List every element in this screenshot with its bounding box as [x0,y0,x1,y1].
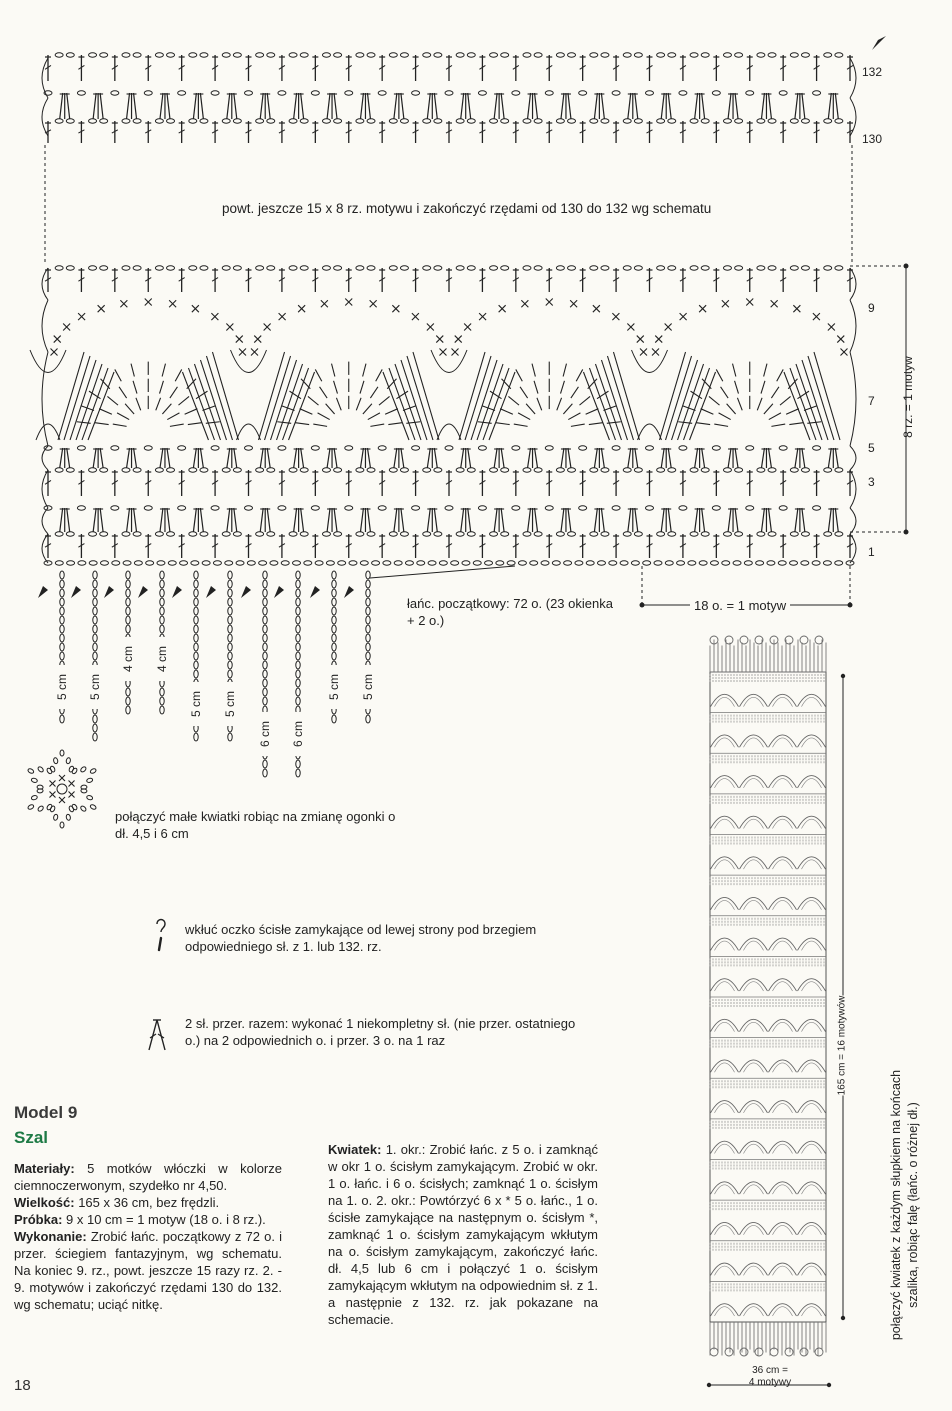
fringe-arrow-icon [71,586,81,598]
scarf-side-note: połączyć kwiatek z każdym słupkiem na ko… [889,1069,920,1341]
fringe-length-label: 5 cm [88,665,102,709]
fringe-length-label: 5 cm [327,665,341,709]
row-label-130: 130 [862,132,882,146]
start-arrow-icon [872,36,886,50]
fringe-arrow-icon [206,586,216,598]
chart-row-132 [44,52,854,81]
chart-fan-motifs [29,298,848,441]
fringe-length-label: 6 cm [258,712,272,756]
row-label-132: 132 [862,65,882,79]
fringe-length-label: 5 cm [361,665,375,709]
fringe-arrow-icon [344,586,354,598]
fringe-arrow-icon [104,586,114,598]
legend-decrease-text: 2 sł. przer. razem: wykonać 1 niekomplet… [185,1016,576,1048]
instructions-column-right: Kwiatek: 1. okr.: Zrobić łańc. z 5 o. i … [328,1141,598,1328]
fringe-arrow-icon [310,586,320,598]
fringe-length-label: 5 cm [55,665,69,709]
fringe-length-label: 4 cm [121,637,135,681]
decrease-stitch-symbol-icon [148,1019,166,1051]
fringe-arrow-icon [38,586,48,598]
instructions-column-left: Materiały: 5 motków włóczki w kolorze ci… [14,1160,282,1313]
fringe-arrow-icon [138,586,148,598]
foundation-chain [43,560,855,566]
repeat-note: powt. jeszcze 15 x 8 rz. motywu i zakońc… [222,201,712,216]
chart-row-130 [44,118,854,143]
scarf-width-label: 36 cm = 4 motywy [748,1365,792,1388]
size-paragraph: Wielkość: 165 x 36 cm, bez frędzli. [14,1195,220,1210]
model-subtitle: Szal [14,1128,49,1147]
chart-row-3 [44,467,854,496]
fringe-arrow-icon [274,586,284,598]
row-label-1: 1 [868,545,875,559]
page-number: 18 [14,1377,31,1394]
slip-stitch-symbol-icon [156,918,166,952]
row-label-5: 5 [868,441,875,455]
chart-row-4 [43,445,839,469]
row-label-7: 7 [868,394,875,408]
chart-row-2 [43,505,839,533]
legend-slip-stitch-text: wkłuć oczko ścisłe zamykające od lewej s… [185,922,537,954]
fringe-length-label: 6 cm [291,712,305,756]
chart-row-131 [43,90,839,120]
scarf-schematic [709,635,827,1357]
materials-paragraph: Materiały: 5 motków włóczki w kolorze ci… [14,1161,282,1193]
flower-paragraph: Kwiatek: 1. okr.: Zrobić łańc. z 5 o. i … [328,1142,598,1327]
crochet-chart: 132 130 9 7 5 3 1 [29,36,909,778]
fringe-arrow-icon [172,586,182,598]
chart-row-9 [44,265,854,292]
row-label-9: 9 [868,301,875,315]
fringe-length-label: 4 cm [155,637,169,681]
motif-width-label: 18 o. = 1 motyw [690,597,791,614]
fringe-arrow-icon [241,586,251,598]
gauge-paragraph: Próbka: 9 x 10 cm = 1 motyw (18 o. i 8 r… [14,1212,266,1227]
foundation-pointer-line [369,565,516,579]
motif-height-label: 8 rz. = 1 motyw [901,356,915,438]
row-label-3: 3 [868,475,875,489]
execution-paragraph: Wykonanie: Zrobić łańc. początkowy z 72 … [14,1229,282,1312]
fringe-length-label: 5 cm [189,682,203,726]
chart-row-1 [44,531,854,558]
scarf-length-label: 165 cm = 16 motywów [836,995,848,1096]
flower-note: połączyć małe kwiatki robiąc na zmianę o… [115,809,396,841]
flower-motif-icon [27,749,97,829]
foundation-chain-label: łańc. początkowy: 72 o. (23 okienka + 2 … [407,596,613,628]
model-title: Model 9 [14,1103,78,1122]
scarf-width-line [706,1382,832,1388]
fringe-length-label: 5 cm [223,682,237,726]
